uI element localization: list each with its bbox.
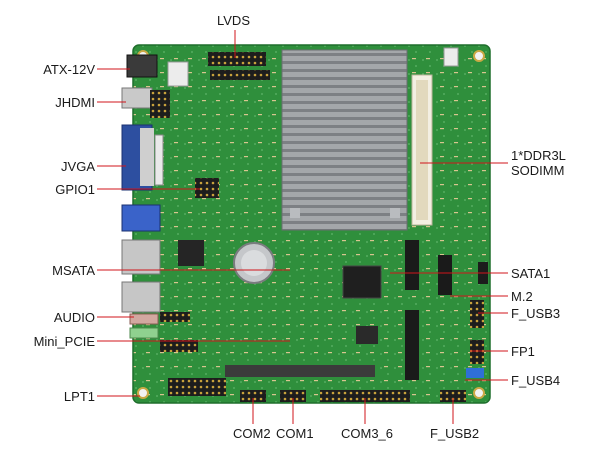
label-mini-pcie: Mini_PCIE: [33, 334, 95, 349]
chips: [178, 240, 452, 380]
label-fp1: FP1: [511, 344, 535, 359]
label-audio: AUDIO: [53, 310, 95, 325]
sodimm-slot: [411, 74, 433, 226]
label-atx-12v: ATX-12V: [43, 62, 95, 77]
label-lpt1: LPT1: [63, 389, 95, 404]
label-com2: COM2: [233, 426, 271, 441]
label-jhdmi: JHDMI: [55, 95, 95, 110]
label-com3-6: COM3_6: [341, 426, 394, 441]
label-f-usb3: F_USB3: [511, 306, 561, 321]
label-m2: M.2: [511, 289, 533, 304]
label-msata: MSATA: [52, 263, 95, 278]
leader-lines: [97, 30, 508, 424]
label-gpio1: GPIO1: [55, 182, 95, 197]
cpu-heatsink: [281, 49, 408, 231]
label-sata1: SATA1: [511, 266, 551, 281]
label-sodimm: SODIMM: [511, 163, 565, 178]
label-f-usb2: F_USB2: [430, 426, 480, 441]
label-com1: COM1: [276, 426, 314, 441]
label-jvga: JVGA: [61, 159, 95, 174]
rear-io: [121, 54, 189, 339]
label-f-usb4: F_USB4: [511, 373, 561, 388]
label-ddr3l: 1*DDR3L: [511, 148, 566, 163]
label-lvds: LVDS: [217, 13, 250, 28]
